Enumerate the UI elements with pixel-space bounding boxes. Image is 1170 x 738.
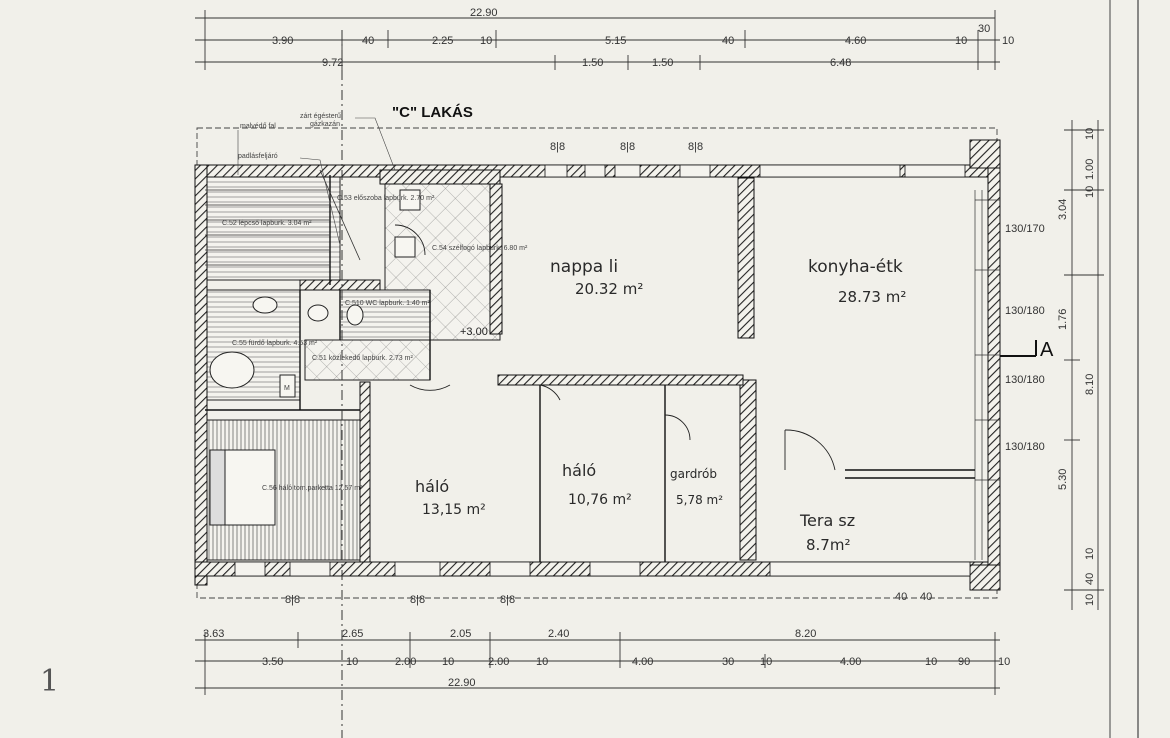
room-kitchen-area: 28.73 m²: [838, 288, 906, 306]
section-mark: A: [1040, 339, 1054, 361]
top-dimensions: [195, 10, 1000, 70]
bottom-dimensions: [195, 632, 1000, 695]
dim-bottom: 2.40: [548, 628, 569, 640]
axis-line: [319, 169, 361, 261]
dim-top: 3.90: [272, 35, 293, 47]
dim-bottom: 90: [958, 656, 970, 668]
label-c51: C.51 közlekedő lapburk. 2.73 m²: [312, 355, 413, 362]
label-zart: zárt égésterű: [300, 113, 341, 120]
label-c54: C.54 szélfogó lapburk. 6.80 m²: [432, 245, 528, 252]
dim-top-total: 22.90: [470, 7, 498, 19]
dim-bottom: 2.00: [488, 656, 509, 668]
dim-top: 40: [722, 35, 734, 47]
label-padlas: padlásfeljáró: [238, 153, 278, 160]
dim-right: 1.76: [1057, 309, 1069, 330]
window-mark: 8|8: [688, 141, 703, 153]
window-mark: 40: [920, 591, 932, 603]
dim-top: 2.25: [432, 35, 453, 47]
dim-right: 10: [1084, 128, 1096, 140]
window-mark: 8|8: [620, 141, 635, 153]
door-swings: [394, 224, 836, 471]
right-glazing: [974, 190, 1000, 560]
interior-walls: [299, 169, 757, 563]
room-bedroom2-name: háló: [562, 461, 596, 480]
stair-steps: [205, 189, 330, 266]
dim-right: 5.30: [1057, 469, 1069, 490]
window-mark: 8|8: [500, 594, 515, 606]
plan-title: "C" LAKÁS: [392, 104, 473, 121]
dim-top: 10: [1002, 35, 1014, 47]
dim-bottom: 3.63: [203, 628, 224, 640]
window-mark: 8|8: [410, 594, 425, 606]
dim-bottom: 8.20: [795, 628, 816, 640]
dim-bottom: 10: [346, 656, 358, 668]
top-windows: [544, 164, 966, 178]
label-c56: C.56 háló tom.parketta 12.57 m²: [262, 485, 363, 492]
window-mark: 8|8: [550, 141, 565, 153]
dim-bottom: 2.05: [450, 628, 471, 640]
dim-bottom: 4.00: [632, 656, 653, 668]
label-m: M: [284, 385, 290, 392]
dim-right: 10: [1084, 186, 1096, 198]
stair-area: [199, 174, 341, 281]
room-living-area: 20.32 m²: [575, 280, 643, 298]
room-wardrobe-name: gardrób: [670, 467, 717, 481]
fixtures: [209, 189, 421, 526]
window-tag: 130/170: [1005, 223, 1045, 235]
window-tag: 130/180: [1005, 374, 1045, 386]
room-terrace-area: 8.7m²: [806, 536, 850, 554]
room-terrace-name: Tera sz: [799, 511, 855, 530]
dim-top: 40: [362, 35, 374, 47]
dim-right: 1.00: [1084, 159, 1096, 180]
dim-top: 10: [480, 35, 492, 47]
dim-bottom: 30: [722, 656, 734, 668]
dim-top: 1.50: [582, 57, 603, 69]
right-dimensions: [1064, 120, 1104, 610]
bottom-windows: [234, 561, 971, 577]
dim-top: 1.50: [652, 57, 673, 69]
dim-top: 6.48: [830, 57, 851, 69]
dim-right: 40: [1084, 573, 1096, 585]
window-mark: 40: [895, 591, 907, 603]
dim-bottom: 2.65: [342, 628, 363, 640]
label-c52: C.52 lépcső lapburk. 3.04 m²: [222, 220, 312, 227]
dim-top: 5.15: [605, 35, 626, 47]
dim-bottom: 10: [442, 656, 454, 668]
dim-top: 9.72: [322, 57, 343, 69]
dim-top: 4.60: [845, 35, 866, 47]
dim-bottom: 10: [925, 656, 937, 668]
room-bedroom1-area: 13,15 m²: [422, 502, 486, 518]
room-bedroom2-area: 10,76 m²: [568, 492, 632, 508]
window-tag: 130/180: [1005, 305, 1045, 317]
label-gazkazan: gázkazán: [310, 121, 340, 128]
dim-bottom: 3.50: [262, 656, 283, 668]
dim-top: 30: [978, 23, 990, 35]
label-c53: C.53 előszoba lapburk. 2.70 m²: [337, 195, 435, 202]
dim-bottom: 10: [760, 656, 772, 668]
room-kitchen-name: konyha-étk: [808, 257, 903, 277]
window-tag: 130/180: [1005, 441, 1045, 453]
room-bedroom1-name: háló: [415, 477, 449, 496]
dim-bottom: 2.00: [395, 656, 416, 668]
room-living-name: nappa li: [550, 257, 618, 277]
leaders: [237, 117, 396, 246]
dim-bottom: 10: [536, 656, 548, 668]
room-wardrobe-area: 5,78 m²: [676, 493, 723, 507]
elevation-mark: +3.00: [460, 326, 488, 338]
label-c510: C.510 WC lapburk. 1.40 m²: [345, 300, 430, 307]
dim-right: 10: [1084, 548, 1096, 560]
window-mark: 8|8: [285, 594, 300, 606]
dim-bottom-total: 22.90: [448, 677, 476, 689]
dim-right: 3.04: [1057, 199, 1069, 220]
dim-bottom: 10: [998, 656, 1010, 668]
dim-right: 10: [1084, 594, 1096, 606]
label-c55: C.55 fürdő lapburk. 4.53 m²: [232, 340, 318, 347]
dim-top: 10: [955, 35, 967, 47]
dim-bottom: 4.00: [840, 656, 861, 668]
label-malvedo: malvédő fal: [240, 123, 276, 130]
dim-right: 8.10: [1084, 374, 1096, 395]
corner-mark: 1: [40, 664, 60, 699]
